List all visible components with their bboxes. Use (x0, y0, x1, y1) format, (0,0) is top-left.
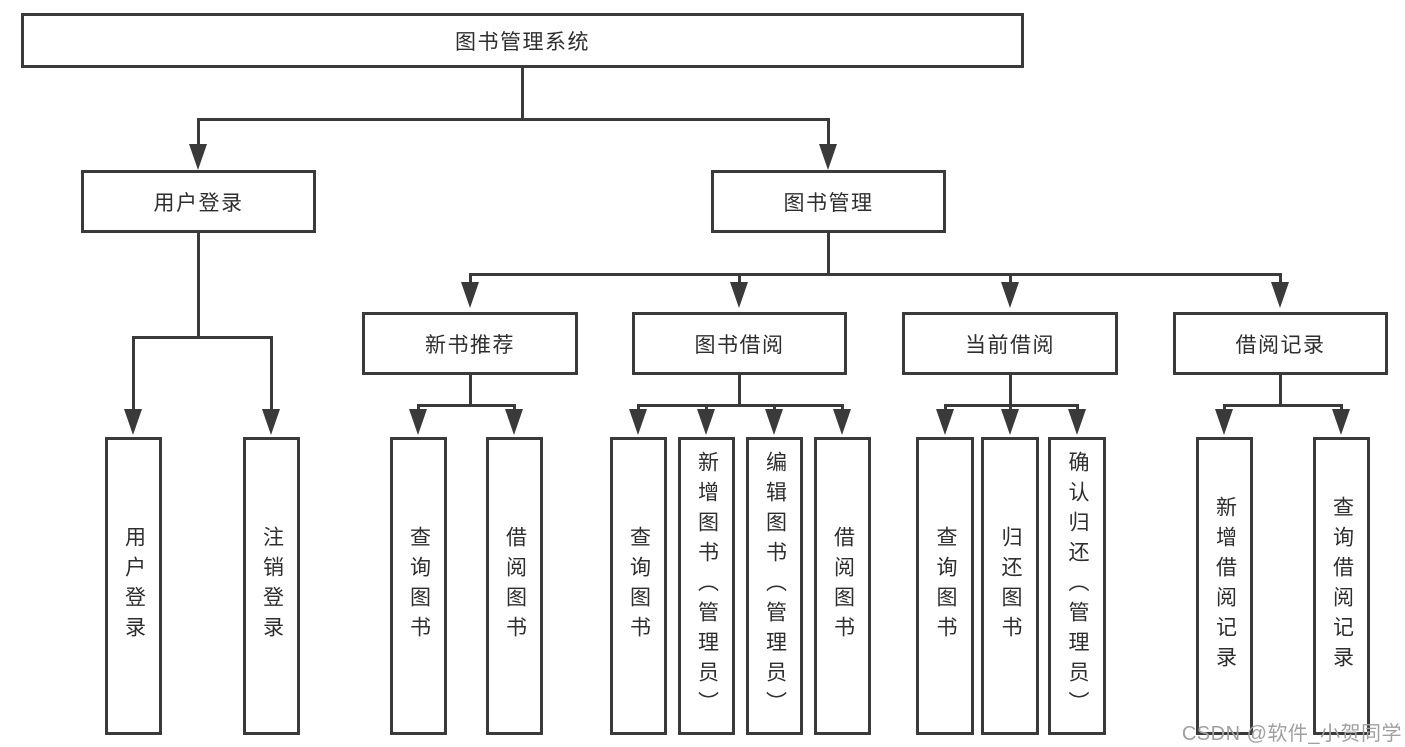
connector-stem (1009, 404, 1012, 411)
connector-stem (705, 404, 708, 411)
connector-stem (132, 336, 135, 411)
leaf-edit-books-admin: 编辑图书（管理员） (746, 437, 803, 735)
connector-root-stem (521, 68, 524, 118)
connector-stem (1223, 404, 1226, 411)
arrow-down-icon (505, 409, 523, 435)
node-user-login: 用户登录 (81, 170, 316, 233)
arrow-down-icon (765, 409, 783, 435)
connector-stem (1009, 273, 1012, 284)
leaf-return-books: 归还图书 (981, 437, 1039, 735)
leaf-current-query-books: 查询图书 (916, 437, 974, 735)
leaf-query-borrow-record: 查询借阅记录 (1313, 437, 1370, 735)
connector-userlogin-bar (132, 336, 272, 339)
leaf-borrow-query-books: 查询图书 (610, 437, 667, 735)
connector-stem (841, 404, 844, 411)
connector-stem (1279, 273, 1282, 284)
connector-root-bar (198, 118, 830, 121)
connector-borrowing-bar (637, 404, 843, 407)
connector-recommend-bar (417, 404, 515, 407)
connector-bookmgmt-bar (469, 273, 1281, 276)
connector-borrowing-stem (738, 375, 741, 404)
arrow-down-icon (1332, 409, 1350, 435)
leaf-add-borrow-record: 新增借阅记录 (1196, 437, 1253, 735)
leaf-borrow-books: 借阅图书 (814, 437, 871, 735)
node-borrowing-records: 借阅记录 (1173, 312, 1388, 375)
arrow-down-icon (730, 282, 748, 308)
node-root: 图书管理系统 (21, 13, 1024, 68)
arrow-down-icon (833, 409, 851, 435)
connector-userlogin-stem (197, 233, 200, 336)
arrow-down-icon (1001, 282, 1019, 308)
node-book-management: 图书管理 (711, 170, 946, 233)
arrow-down-icon (124, 409, 142, 435)
connector-recommend-stem (469, 375, 472, 404)
arrow-down-icon (1068, 409, 1086, 435)
leaf-add-books-admin: 新增图书（管理员） (678, 437, 735, 735)
connector-stem (738, 273, 741, 284)
arrow-down-icon (1271, 282, 1289, 308)
connector-current-stem (1009, 375, 1012, 404)
arrow-down-icon (819, 144, 837, 170)
connector-stem (1076, 404, 1079, 411)
arrow-down-icon (697, 409, 715, 435)
connector-stem (513, 404, 516, 411)
connector-stem (270, 336, 273, 411)
connector-stem (827, 118, 830, 146)
connector-stem (469, 273, 472, 284)
leaf-user-login: 用户登录 (105, 437, 162, 735)
arrow-down-icon (461, 282, 479, 308)
connector-stem (773, 404, 776, 411)
arrow-down-icon (409, 409, 427, 435)
leaf-logout: 注销登录 (243, 437, 300, 735)
leaf-recommend-borrow-books: 借阅图书 (486, 437, 543, 735)
arrow-down-icon (1215, 409, 1233, 435)
connector-stem (1340, 404, 1343, 411)
arrow-down-icon (262, 409, 280, 435)
connector-bookmgmt-stem (827, 233, 830, 273)
leaf-recommend-query-books: 查询图书 (390, 437, 447, 735)
arrow-down-icon (629, 409, 647, 435)
connector-stem (637, 404, 640, 411)
connector-records-bar (1223, 404, 1342, 407)
arrow-down-icon (1001, 409, 1019, 435)
connector-stem (944, 404, 947, 411)
leaf-confirm-return-admin: 确认归还（管理员） (1048, 437, 1106, 735)
node-new-book-recommendation: 新书推荐 (362, 312, 578, 375)
csdn-watermark: CSDN @软件_小贺同学 (1181, 723, 1402, 745)
arrow-down-icon (189, 144, 207, 170)
arrow-down-icon (936, 409, 954, 435)
node-book-borrowing: 图书借阅 (632, 312, 847, 375)
connector-stem (197, 118, 200, 146)
connector-records-stem (1279, 375, 1282, 404)
node-current-borrowing: 当前借阅 (902, 312, 1118, 375)
connector-stem (417, 404, 420, 411)
